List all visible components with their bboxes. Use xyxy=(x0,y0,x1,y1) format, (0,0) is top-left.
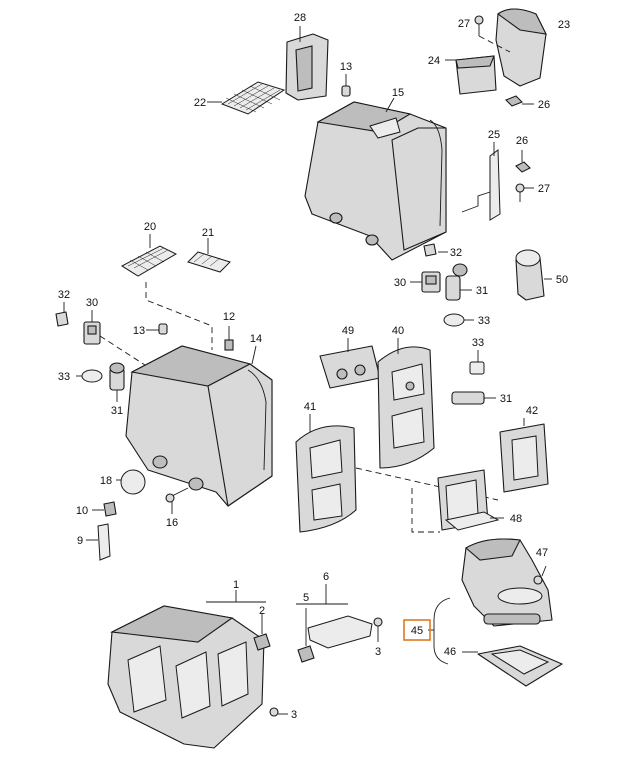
part-22-mat xyxy=(207,81,286,115)
label-32-right: 32 xyxy=(450,247,462,259)
part-10-clip xyxy=(92,501,117,517)
label-49: 49 xyxy=(342,325,354,337)
label-20: 20 xyxy=(144,221,156,233)
label-40: 40 xyxy=(392,325,404,337)
part-18-round-cap xyxy=(116,469,146,495)
part-31-socket-mid xyxy=(451,391,496,405)
part-25-bracket xyxy=(461,142,501,221)
part-2-clip xyxy=(253,614,271,651)
part-1-lower-frame xyxy=(107,590,266,749)
part-41-trim-panel xyxy=(295,414,357,533)
label-31-left: 31 xyxy=(111,405,123,417)
label-13-left: 13 xyxy=(133,325,145,337)
part-14-console-housing xyxy=(125,345,273,507)
part-42-frame xyxy=(499,418,549,493)
part-33-cap-right-top xyxy=(443,313,474,327)
label-30-right: 30 xyxy=(394,277,406,289)
part-3-screw-mid xyxy=(373,617,383,642)
part-48-frame-tray xyxy=(437,469,504,531)
label-3-mid: 3 xyxy=(375,646,381,658)
part-5-clip xyxy=(297,608,315,663)
label-24: 24 xyxy=(428,55,440,67)
label-47: 47 xyxy=(536,547,548,559)
label-48: 48 xyxy=(510,513,522,525)
part-12-clip xyxy=(224,326,234,351)
label-21: 21 xyxy=(202,227,214,239)
part-6-bracket xyxy=(296,584,373,649)
highlight-box-45 xyxy=(403,619,431,641)
label-6: 6 xyxy=(323,571,329,583)
label-33-right: 33 xyxy=(478,315,490,327)
label-42: 42 xyxy=(526,405,538,417)
label-25: 25 xyxy=(488,129,500,141)
part-16-screw-left xyxy=(165,487,189,514)
part-30-switch-right xyxy=(410,271,441,293)
dashed-leader-mats xyxy=(145,282,213,350)
part-3-screw-bottom xyxy=(269,707,288,717)
part-32-clip-right xyxy=(423,243,448,257)
part-15-console-housing xyxy=(304,97,447,261)
part-33-cap-mid xyxy=(469,350,485,375)
label-23: 23 xyxy=(558,19,570,31)
label-33-mid: 33 xyxy=(472,337,484,349)
label-12: 12 xyxy=(223,311,235,323)
label-27-top: 27 xyxy=(458,18,470,30)
part-50-cup-holder xyxy=(515,249,552,301)
dashed-leader-frames xyxy=(411,488,440,533)
part-24-storage-bin xyxy=(445,55,497,95)
label-22: 22 xyxy=(194,97,206,109)
part-32-clip-left xyxy=(55,302,69,327)
label-18: 18 xyxy=(100,475,112,487)
part-49-vent-panel xyxy=(319,338,381,389)
label-1: 1 xyxy=(233,579,239,591)
label-9: 9 xyxy=(77,535,83,547)
part-26-nut-right xyxy=(515,150,531,173)
part-27-screw-right xyxy=(515,183,534,202)
part-23-armrest-cover xyxy=(495,8,547,87)
part-40-trim-panel xyxy=(377,338,435,469)
label-41: 41 xyxy=(304,401,316,413)
label-13-top: 13 xyxy=(340,61,352,73)
part-33-cap-left xyxy=(76,369,103,383)
part-27-screw-top xyxy=(474,15,511,53)
label-3-bottom: 3 xyxy=(291,709,297,721)
part-13-clip-top xyxy=(341,74,351,97)
label-33-left: 33 xyxy=(58,371,70,383)
part-28-bracket xyxy=(285,26,329,101)
bracket-45-46 xyxy=(433,597,451,665)
part-45-armrest xyxy=(461,538,553,627)
part-13-clip-left xyxy=(146,323,168,335)
label-45: 45 xyxy=(411,625,423,637)
label-32-left: 32 xyxy=(58,289,70,301)
label-30-left: 30 xyxy=(86,297,98,309)
label-2: 2 xyxy=(259,605,265,617)
label-16: 16 xyxy=(166,517,178,529)
part-47-screw xyxy=(533,565,547,585)
label-31-right: 31 xyxy=(476,285,488,297)
part-9-strip xyxy=(86,523,111,561)
part-31-socket-left xyxy=(109,362,125,402)
part-20-mat xyxy=(120,234,178,277)
part-21-mat xyxy=(187,238,231,273)
label-50: 50 xyxy=(556,274,568,286)
part-31-socket-right xyxy=(445,263,472,301)
label-26-top: 26 xyxy=(538,99,550,111)
label-26-right: 26 xyxy=(516,135,528,147)
label-15: 15 xyxy=(392,87,404,99)
part-46-armrest-pad xyxy=(462,645,563,687)
label-27-right: 27 xyxy=(538,183,550,195)
label-5: 5 xyxy=(303,592,309,604)
label-46: 46 xyxy=(444,646,456,658)
label-14: 14 xyxy=(250,333,262,345)
label-28: 28 xyxy=(294,12,306,24)
label-31-mid: 31 xyxy=(500,393,512,405)
part-26-nut-top xyxy=(505,95,534,107)
label-10: 10 xyxy=(76,505,88,517)
